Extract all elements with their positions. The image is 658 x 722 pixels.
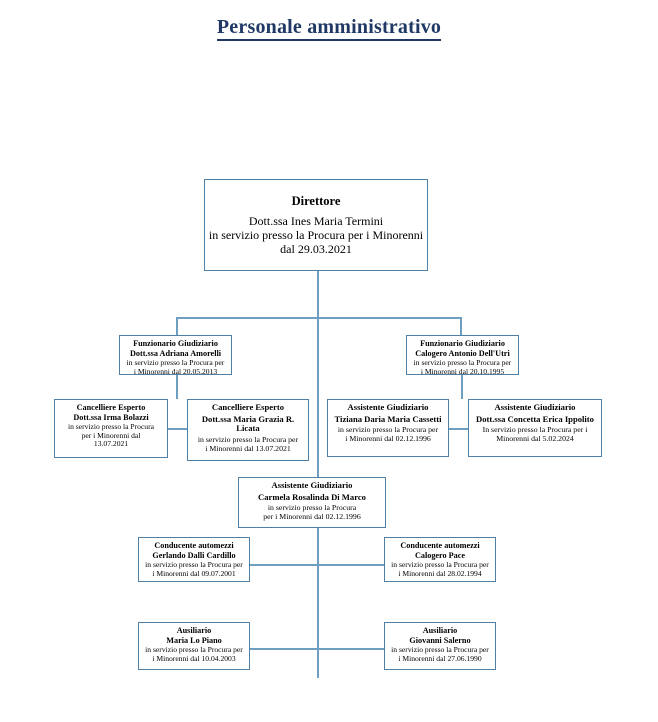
connector-ausiliario-left xyxy=(250,648,318,650)
node-detail: in servizio presso la Procura per xyxy=(197,434,299,444)
node-ausiliario-lo-piano[interactable]: Ausiliario Maria Lo Piano in servizio pr… xyxy=(138,622,250,670)
node-detail2: i Minorenni dal 27.06.1990 xyxy=(398,653,482,663)
node-person: Calogero Antonio Dell'Utri xyxy=(415,349,510,359)
node-detail: in servizio presso la Procura per xyxy=(337,425,439,435)
node-role: Cancelliere Esperto xyxy=(76,403,146,412)
connector-conducente-right xyxy=(317,564,385,566)
page-title-text: Personale amministrativo xyxy=(216,16,442,41)
node-detail: in servizio presso la Procura per xyxy=(391,560,489,570)
node-conducente-dalli-cardillo[interactable]: Conducente automezzi Gerlando Dalli Card… xyxy=(138,537,250,582)
node-role: Assistente Giudiziario xyxy=(494,402,576,412)
node-role: Assistente Giudiziario xyxy=(347,402,429,412)
node-cancelliere-licata[interactable]: Cancelliere Esperto Dott.ssa Maria Grazi… xyxy=(187,399,309,461)
connector-drop-dellutri xyxy=(460,317,462,335)
node-detail2: i Minorenni dal 20.10.1995 xyxy=(420,366,505,375)
node-role: Direttore xyxy=(291,194,341,208)
node-role: Conducente automezzi xyxy=(154,541,234,550)
node-role: Funzionario Giudiziario xyxy=(133,339,218,348)
connector-bolazzi-licata xyxy=(168,428,188,430)
node-assistente-cassetti[interactable]: Assistente Giudiziario Tiziana Daria Mar… xyxy=(327,399,449,457)
node-person: Dott.ssa Ines Maria Termini xyxy=(248,214,384,228)
node-detail2: i Minorenni dal 13.07.2021 xyxy=(205,443,291,453)
node-person: Gerlando Dalli Cardillo xyxy=(152,551,236,561)
node-detail2: i Minorenni dal 28.02.1994 xyxy=(398,568,482,578)
connector-conducente-left xyxy=(250,564,318,566)
node-role: Assistente Giudiziario xyxy=(271,480,353,490)
node-detail2: Minorenni dal 5.02.2024 xyxy=(496,433,574,443)
node-person: Dott.ssa Concetta Erica Ippolito xyxy=(476,413,594,424)
node-detail2: i Minorenni dal 10.04.2003 xyxy=(152,653,236,663)
node-detail2: i Minorenni dal 09.07.2001 xyxy=(152,568,236,578)
node-detail: in servizio presso la Procura xyxy=(267,503,357,513)
connector-ausiliario-right xyxy=(317,648,385,650)
node-person: Dott.ssa Adriana Amorelli xyxy=(129,349,222,359)
node-detail: in servizio presso la Procura per i Mino… xyxy=(208,228,424,243)
node-role: Cancelliere Esperto xyxy=(211,402,285,412)
node-detail: in servizio presso la Procura per xyxy=(391,645,489,655)
connector-drop-amorelli xyxy=(176,317,178,335)
node-person: Carmela Rosalinda Di Marco xyxy=(258,491,366,502)
node-detail: in servizio presso la Procura per xyxy=(145,560,243,570)
node-assistente-ippolito[interactable]: Assistente Giudiziario Dott.ssa Concetta… xyxy=(468,399,602,457)
node-funzionario-amorelli[interactable]: Funzionario Giudiziario Dott.ssa Adriana… xyxy=(119,335,232,375)
node-detail: in servizio presso la Procura per xyxy=(126,358,225,368)
node-detail: in servizio presso la Procura per xyxy=(413,358,512,368)
connector-drop-ippolito xyxy=(461,375,463,399)
node-person: Giovanni Salerno xyxy=(409,636,471,646)
node-ausiliario-salerno[interactable]: Ausiliario Giovanni Salerno in servizio … xyxy=(384,622,496,670)
node-person: Tiziana Daria Maria Cassetti xyxy=(334,413,442,424)
node-detail2: i Minorenni dal 20.05.2013 xyxy=(133,366,218,375)
connector-drop-licata xyxy=(176,373,178,399)
node-conducente-pace[interactable]: Conducente automezzi Calogero Pace in se… xyxy=(384,537,496,582)
node-detail2: per i Minorenni dal xyxy=(81,430,141,440)
node-person: Dott.ssa Maria Grazia R. Licata xyxy=(201,413,295,434)
page-title: Personale amministrativo xyxy=(0,16,658,41)
node-detail: in servizio presso la Procura xyxy=(67,422,155,432)
connector-level1-bus xyxy=(176,317,462,319)
node-role: Ausiliario xyxy=(422,626,458,635)
node-person: Calogero Pace xyxy=(414,551,466,561)
node-person: Dott.ssa Irma Bolazzi xyxy=(73,413,149,423)
node-role: Conducente automezzi xyxy=(400,541,480,550)
node-detail3: 13.07.2021 xyxy=(93,439,129,449)
node-funzionario-dellutri[interactable]: Funzionario Giudiziario Calogero Antonio… xyxy=(406,335,519,375)
node-cancelliere-bolazzi[interactable]: Cancelliere Esperto Dott.ssa Irma Bolazz… xyxy=(54,399,168,458)
connector-spine-dimarco-down xyxy=(317,528,319,678)
node-detail: in servizio presso la Procura per xyxy=(145,645,243,655)
node-detail2: per i Minorenni dal 02.12.1996 xyxy=(263,511,361,521)
node-assistente-dimarco[interactable]: Assistente Giudiziario Carmela Rosalinda… xyxy=(238,477,386,528)
node-direttore[interactable]: Direttore Dott.ssa Ines Maria Termini in… xyxy=(204,179,428,271)
node-person: Maria Lo Piano xyxy=(166,636,222,646)
node-detail: In servizio presso la Procura per i xyxy=(482,425,588,435)
node-detail2: i Minorenni dal 02.12.1996 xyxy=(345,433,431,443)
node-role: Funzionario Giudiziario xyxy=(420,339,505,348)
connector-spine-center xyxy=(317,317,319,477)
node-detail2: dal 29.03.2021 xyxy=(280,241,352,256)
connector-direttore-down xyxy=(317,271,319,319)
node-role: Ausiliario xyxy=(176,626,212,635)
connector-cassetti-ippolito xyxy=(448,428,468,430)
